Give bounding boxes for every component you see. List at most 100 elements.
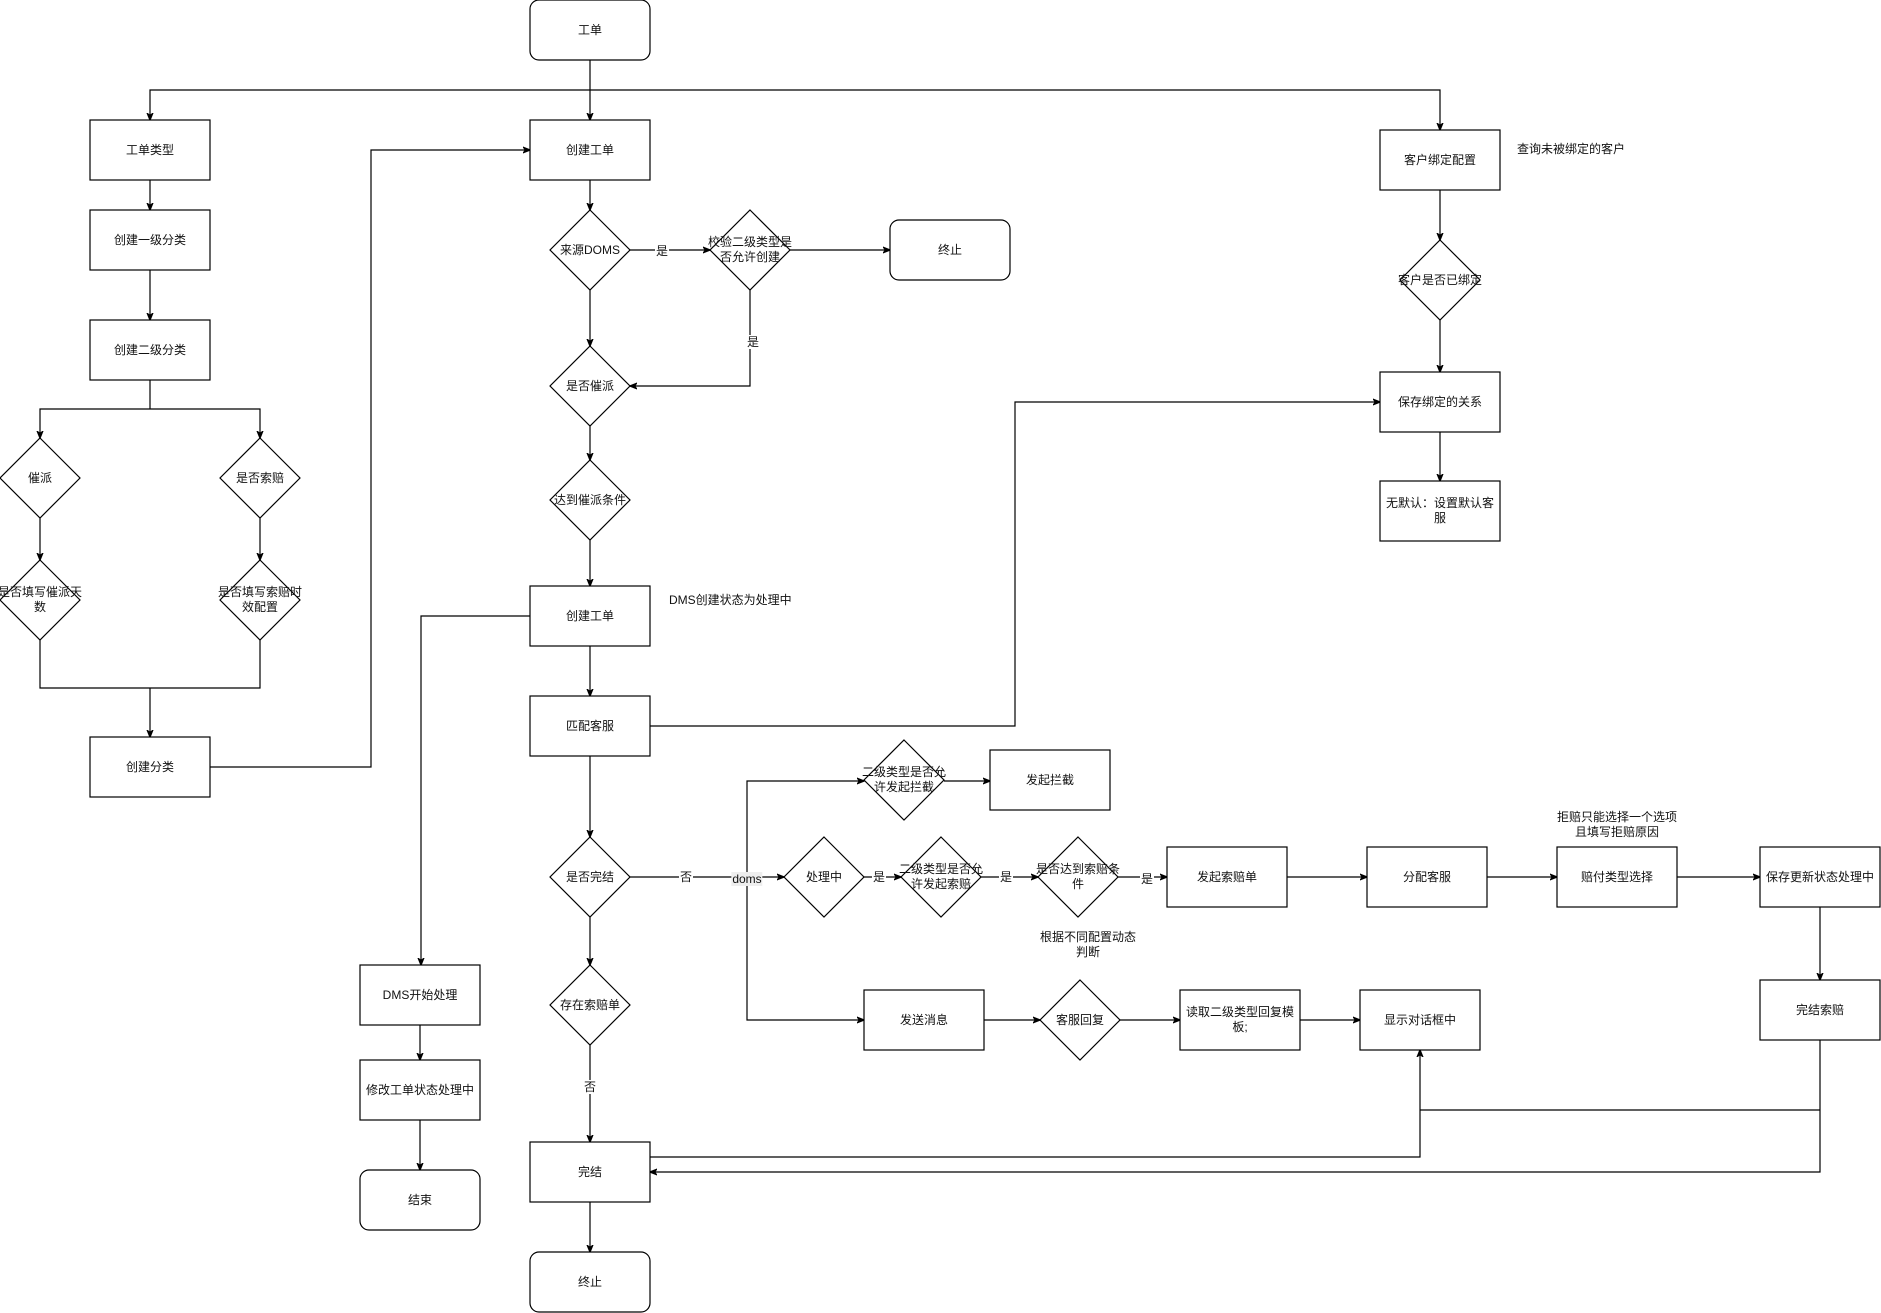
node-cs-reply-decision[interactable] — [1039, 979, 1121, 1061]
node-label-send-message: 发送消息 — [899, 1012, 948, 1027]
node-allow-intercept-decision[interactable] — [863, 739, 945, 821]
node-modify-status[interactable] — [359, 1059, 481, 1121]
node-label-modify-status: 修改工单状态处理中 — [365, 1082, 474, 1097]
connectors — [40, 60, 1820, 1252]
node-start-intercept[interactable] — [989, 749, 1111, 811]
edge-match-to-binding — [650, 402, 1380, 727]
edge-finish-claim-to-finish — [650, 1040, 1821, 1172]
edge-label-has-claim-no: 否 — [582, 1080, 598, 1094]
node-label-create-ticket-2: 创建工单 — [565, 608, 614, 623]
node-terminate-top[interactable] — [889, 219, 1011, 281]
node-customer-binding[interactable] — [1379, 129, 1501, 191]
node-urge-condition-decision[interactable] — [549, 459, 631, 541]
node-is-finished-decision[interactable] — [549, 836, 631, 918]
node-finish-claim[interactable] — [1759, 979, 1881, 1041]
node-urge-decision[interactable] — [0, 437, 81, 519]
node-create-level1[interactable] — [89, 209, 211, 271]
node-label-processing: 处理中 — [805, 869, 842, 884]
node-create-ticket[interactable] — [529, 119, 651, 181]
node-label-end: 结束 — [407, 1192, 432, 1207]
node-label-is-claim: 是否索赔 — [235, 470, 284, 485]
node-source-doms-decision[interactable] — [549, 209, 631, 291]
node-label-create-ticket: 创建工单 — [565, 142, 614, 157]
node-is-urge-decision[interactable] — [549, 345, 631, 427]
node-fill-claim-config-decision[interactable] — [219, 559, 301, 641]
node-read-template[interactable] — [1179, 989, 1301, 1051]
edge-merge-right — [150, 640, 261, 689]
node-label-source-doms: 来源DOMS — [559, 242, 620, 257]
node-label-ticket: 工单 — [577, 22, 602, 37]
node-compensation-type[interactable] — [1556, 846, 1678, 908]
node-label-save-binding: 保存绑定的关系 — [1397, 394, 1482, 409]
edge-label-finished-no: 否 — [678, 870, 694, 884]
node-label-claim-condition: 是否达到索赔条件 — [1035, 862, 1120, 891]
node-label-finish-claim: 完结索赔 — [1795, 1002, 1844, 1017]
node-label-read-template: 读取二级类型回复模板; — [1185, 1005, 1294, 1034]
node-label-create-level1: 创建一级分类 — [113, 232, 186, 247]
node-label-is-finished: 是否完结 — [565, 869, 614, 884]
node-terminate-bottom[interactable] — [529, 1251, 651, 1313]
node-save-update-status[interactable] — [1759, 846, 1881, 908]
node-create-category[interactable] — [89, 736, 211, 798]
node-dms-start[interactable] — [359, 964, 481, 1026]
node-label-set-default-cs: 无默认：设置默认客服 — [1385, 496, 1494, 525]
node-match-cs[interactable] — [529, 695, 651, 757]
edge-top-right-bus — [590, 89, 1440, 130]
node-save-binding[interactable] — [1379, 371, 1501, 433]
edge-label-claim-condition-yes: 是 — [1139, 872, 1155, 886]
edge-split-right — [150, 408, 260, 438]
edge-label-check-yes: 是 — [745, 335, 761, 349]
edge-label-doms-yes: 是 — [654, 244, 670, 258]
node-fill-urge-days-decision[interactable] — [0, 559, 81, 641]
node-send-message[interactable] — [863, 989, 985, 1051]
node-is-bound-decision[interactable] — [1399, 239, 1481, 321]
node-label-terminate-bottom: 终止 — [577, 1274, 602, 1289]
node-label-start-intercept: 发起拦截 — [1025, 772, 1074, 787]
node-start-claim[interactable] — [1166, 846, 1288, 908]
node-ticket-type[interactable] — [89, 119, 211, 181]
node-end[interactable] — [359, 1169, 481, 1231]
node-create-level2[interactable] — [89, 319, 211, 381]
node-is-claim-decision[interactable] — [219, 437, 301, 519]
node-label-create-level2: 创建二级分类 — [113, 342, 186, 357]
edge-finish-to-dialog — [650, 1050, 1420, 1158]
node-set-default-cs[interactable] — [1379, 480, 1501, 542]
note-dynamic-judge: 根据不同配置动态判断 — [1039, 930, 1136, 959]
node-label-check-level2-create: 校验二级类型是否允许创建 — [707, 235, 792, 264]
edge-category-to-create — [210, 150, 530, 768]
node-label-fill-claim-config: 是否填写索赔时效配置 — [217, 585, 302, 614]
node-ticket[interactable] — [529, 0, 651, 61]
node-create-ticket-2[interactable] — [529, 585, 651, 647]
node-show-dialog[interactable] — [1359, 989, 1481, 1051]
node-label-save-update-status: 保存更新状态处理中 — [1765, 869, 1874, 884]
node-label-finish: 完结 — [577, 1164, 602, 1179]
node-label-assign-cs: 分配客服 — [1402, 869, 1451, 884]
note-dms-status: DMS创建状态为处理中 — [669, 593, 792, 607]
node-label-start-claim: 发起索赔单 — [1196, 869, 1257, 884]
edge-label-processing-yes: 是 — [871, 870, 887, 884]
node-label-is-urge: 是否催派 — [565, 378, 614, 393]
node-label-ticket-type: 工单类型 — [125, 142, 174, 157]
node-label-urge-condition: 达到催派条件 — [553, 492, 626, 507]
node-label-create-category: 创建分类 — [125, 759, 174, 774]
note-reject: 拒赔只能选择一个选项且填写拒赔原因 — [1557, 810, 1678, 839]
node-check-level2-create-decision[interactable] — [709, 209, 791, 291]
node-finish[interactable] — [529, 1141, 651, 1203]
node-processing-decision[interactable] — [783, 836, 865, 918]
node-label-compensation-type: 赔付类型选择 — [1580, 869, 1653, 884]
node-assign-cs[interactable] — [1366, 846, 1488, 908]
node-label-fill-urge-days: 是否填写催派天数 — [0, 585, 82, 614]
node-label-terminate-top: 终止 — [937, 242, 962, 257]
node-label-allow-claim: 二级类型是否允许发起索赔 — [898, 862, 983, 891]
edge-label-allow-claim-yes: 是 — [998, 870, 1014, 884]
edge-split-left — [40, 408, 150, 438]
edge-merge-left — [39, 640, 150, 689]
edge-label-doms-branch: doms — [731, 872, 763, 886]
edge-branch-to-send — [746, 877, 864, 1020]
node-allow-claim-decision[interactable] — [900, 836, 982, 918]
note-query-unbound: 查询未被绑定的客户 — [1517, 142, 1626, 156]
node-has-claim-decision[interactable] — [549, 964, 631, 1046]
node-claim-condition-decision[interactable] — [1037, 836, 1119, 918]
